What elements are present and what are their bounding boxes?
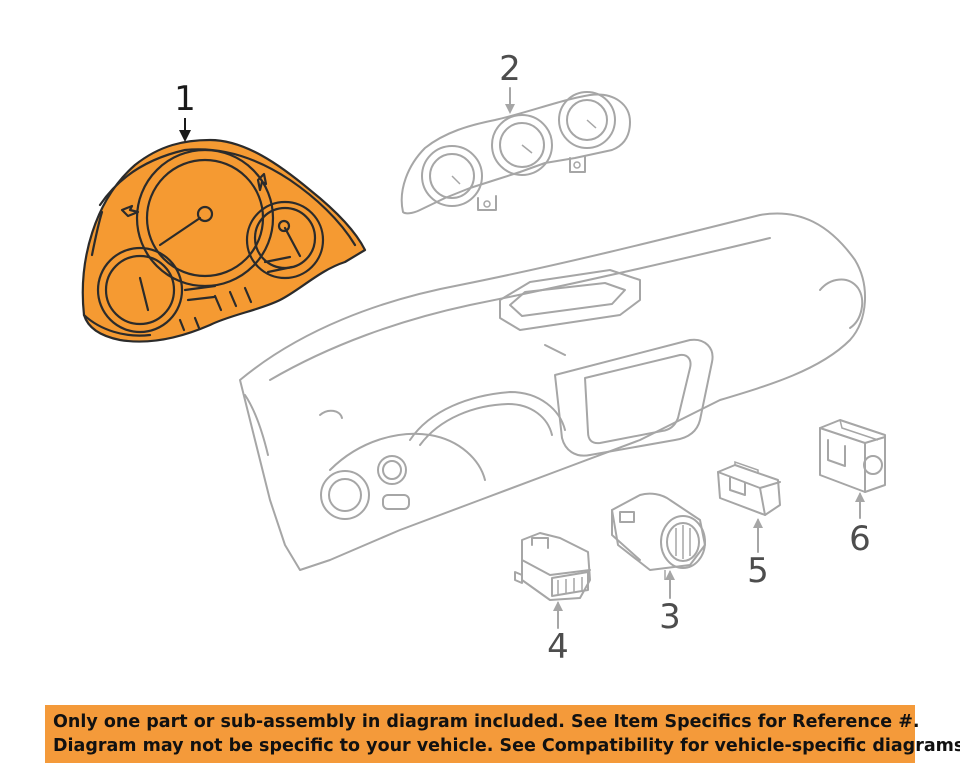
- disclaimer-banner: Only one part or sub-assembly in diagram…: [45, 705, 960, 763]
- dashboard-outline: [239, 212, 866, 571]
- disclaimer-line-2: Diagram may not be specific to your vehi…: [53, 736, 960, 756]
- leader-arrow-1: [179, 130, 191, 142]
- parts-diagram: 1 2: [81, 49, 886, 667]
- disclaimer-line-1: Only one part or sub-assembly in diagram…: [53, 712, 920, 732]
- leader-arrow-2: [505, 104, 515, 114]
- callout-2: 2: [499, 49, 521, 89]
- headlight-switch-part-3[interactable]: [611, 492, 706, 580]
- callout-6: 6: [849, 519, 871, 559]
- instrument-cluster-part-1[interactable]: [81, 138, 367, 343]
- switch-part-5[interactable]: [717, 460, 781, 516]
- leader-arrow-3: [665, 570, 675, 580]
- leader-arrow-6: [855, 492, 865, 502]
- leader-arrow-4: [553, 601, 563, 611]
- callout-4: 4: [547, 627, 569, 667]
- leader-arrow-5: [753, 518, 763, 528]
- callout-3: 3: [659, 597, 681, 637]
- callout-5: 5: [747, 551, 769, 591]
- switch-module-part-4[interactable]: [514, 532, 591, 601]
- callout-1: 1: [174, 79, 196, 119]
- instrument-cluster-part-2[interactable]: [400, 91, 631, 215]
- outlet-part-6[interactable]: [819, 419, 886, 493]
